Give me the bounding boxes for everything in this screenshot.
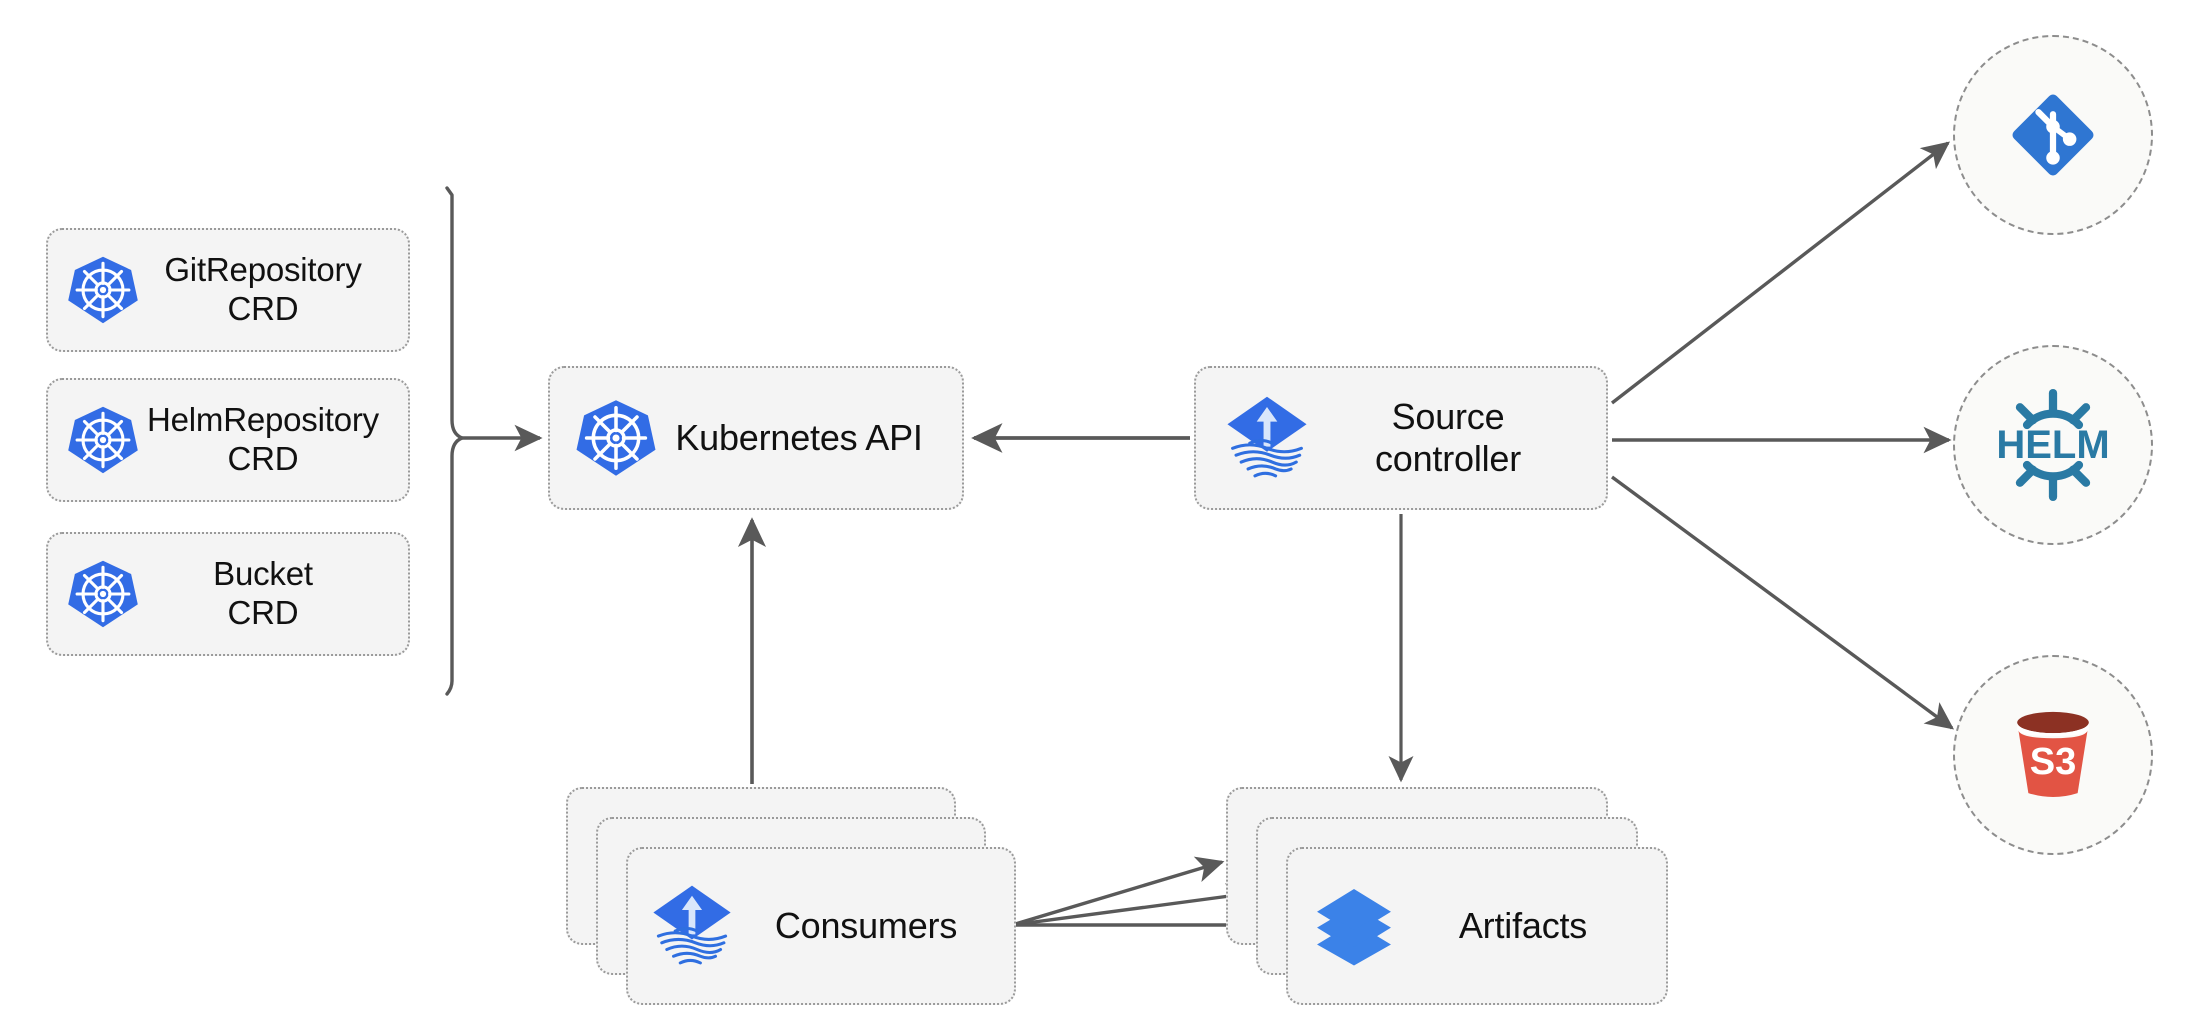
card-source-controller[interactable]: Source controller <box>1194 366 1608 510</box>
card-artifacts[interactable]: Artifacts <box>1286 847 1668 1005</box>
endpoint-git[interactable] <box>1953 35 2153 235</box>
flux-icon <box>650 884 734 968</box>
card-label: Source controller <box>1374 395 1522 479</box>
card-bucket-crd[interactable]: Bucket CRD <box>46 532 410 656</box>
layers-icon <box>1312 884 1396 968</box>
git-icon <box>2001 83 2105 187</box>
card-label: Bucket CRD <box>213 555 313 631</box>
kubernetes-icon <box>66 253 140 327</box>
kubernetes-icon <box>574 396 658 480</box>
crd-bracket <box>445 186 464 696</box>
card-helmrepository-crd[interactable]: HelmRepository CRD <box>46 378 410 502</box>
edge-source-controller-to-s3 <box>1610 475 1955 730</box>
edge-consumers-to-artifacts-2 <box>1011 883 1255 927</box>
card-label: HelmRepository CRD <box>147 401 379 477</box>
flux-icon <box>1224 395 1310 481</box>
s3-bucket-icon: S3 <box>1997 699 2109 811</box>
endpoint-helm[interactable]: HELM <box>1953 345 2153 545</box>
edge-source-controller-to-git <box>1610 141 1951 405</box>
svg-text:S3: S3 <box>2030 741 2077 783</box>
card-label: Consumers <box>774 904 958 946</box>
helm-label: HELM <box>1996 423 2110 467</box>
card-kubernetes-api[interactable]: Kubernetes API <box>548 366 964 510</box>
card-label: GitRepository CRD <box>164 251 362 327</box>
helm-icon: HELM <box>1994 386 2112 504</box>
card-gitrepository-crd[interactable]: GitRepository CRD <box>46 228 410 352</box>
kubernetes-icon <box>66 557 140 631</box>
kubernetes-icon <box>66 403 140 477</box>
card-label: Kubernetes API <box>675 416 923 458</box>
card-label: Artifacts <box>1458 904 1588 946</box>
card-consumers[interactable]: Consumers <box>626 847 1016 1005</box>
endpoint-s3[interactable]: S3 <box>1953 655 2153 855</box>
edge-consumers-to-artifacts-1 <box>1011 856 1225 927</box>
